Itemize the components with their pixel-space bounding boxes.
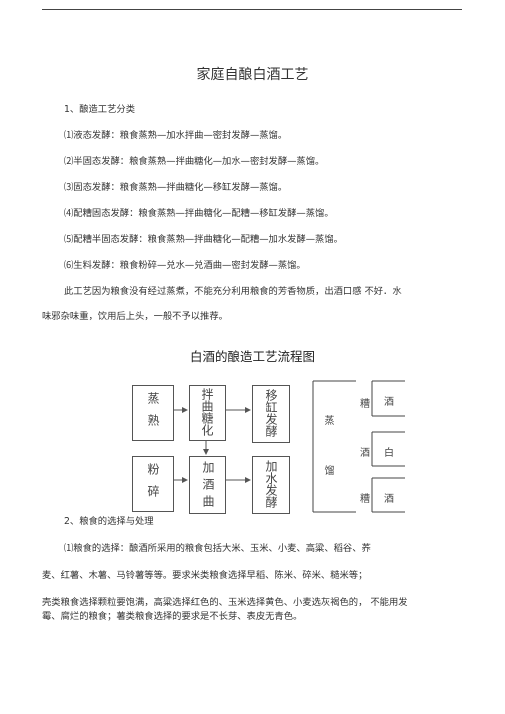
flow-box-mix-saccharify: 拌曲糖化 <box>189 385 226 441</box>
note-paragraph-cont: 味邪杂味重，饮用后上头，一般不予以推荐。 <box>42 311 228 322</box>
section1-heading: 1、酿造工艺分类 <box>64 104 135 115</box>
flow-box-water-ferment: 加水发酵 <box>252 456 290 514</box>
method-item: ⑵半固态发酵：粮食蒸熟—拌曲糖化—加水—密封发酵—蒸馏。 <box>64 156 325 167</box>
header-rule <box>42 9 462 10</box>
flow-box-transfer-ferment: 移缸发酵 <box>252 385 290 443</box>
paragraph-line: 麦、红薯、木薯、马铃薯等等。要求米类粮食选择早稻、陈米、碎米、糙米等； <box>42 570 368 581</box>
note-paragraph: 此工艺因为粮食没有经过蒸煮，不能充分利用粮食的芳香物质，出酒口感 不好．水 <box>64 286 402 297</box>
output-label: 酒 <box>384 494 394 505</box>
output-label: 糟 <box>360 494 370 505</box>
flow-box-add-yeast: 加酒曲 <box>189 456 226 514</box>
output-label: 酒 <box>360 448 370 459</box>
flow-box-label: 粉碎 <box>146 463 160 507</box>
flow-box-label: 蒸熟 <box>146 392 160 436</box>
paragraph-line: 壳类粮食选择颗粒要饱满，高粱选择红色的、玉米选择黄色、小麦选灰褐色的， 不能用发 <box>42 597 408 608</box>
method-item: ⑴液态发酵：粮食蒸熟—加水拌曲—密封发酵—蒸馏。 <box>64 130 288 141</box>
output-label: 白 <box>384 448 394 459</box>
flow-box-label: 移缸发酵 <box>264 389 278 437</box>
flow-box-steam: 蒸熟 <box>132 385 174 441</box>
paragraph-line: 霉、腐烂的粮食；薯类粮食选择的要求是不长芽、表皮无青色。 <box>42 611 303 622</box>
flow-box-crush: 粉碎 <box>132 456 174 512</box>
output-label: 糟 <box>360 399 370 410</box>
method-item: ⑸配糟半固态发酵：粮食蒸熟—拌曲糖化—配糟—加水发酵—蒸馏。 <box>64 234 343 245</box>
method-item: ⑷配糟固态发酵：粮食蒸熟—拌曲糖化—配糟—移缸发酵—蒸馏。 <box>64 208 334 219</box>
method-item: ⑶固态发酵：粮食蒸熟—拌曲糖化—移缸发酵—蒸馏。 <box>64 182 288 193</box>
output-label: 酒 <box>384 397 394 408</box>
flow-box-label: 加水发酵 <box>264 460 278 508</box>
section2-heading: 2、粮食的选择与处理 <box>64 516 154 527</box>
flow-box-label: 加酒曲 <box>201 461 215 512</box>
document-title: 家庭自酿白酒工艺 <box>196 67 309 83</box>
flowchart-title: 白酒的酿造工艺流程图 <box>189 349 315 364</box>
paragraph-line: ⑴粮食的选择：酿酒所采用的粮食包括大米、玉米、小麦、高粱、稻谷、荞 <box>64 543 371 554</box>
distill-label: 蒸馏 <box>322 415 333 515</box>
method-item: ⑹生料发酵：粮食粉碎—兑水—兑酒曲—密封发酵—蒸馏。 <box>64 260 306 271</box>
flow-box-label: 拌曲糖化 <box>200 388 214 436</box>
